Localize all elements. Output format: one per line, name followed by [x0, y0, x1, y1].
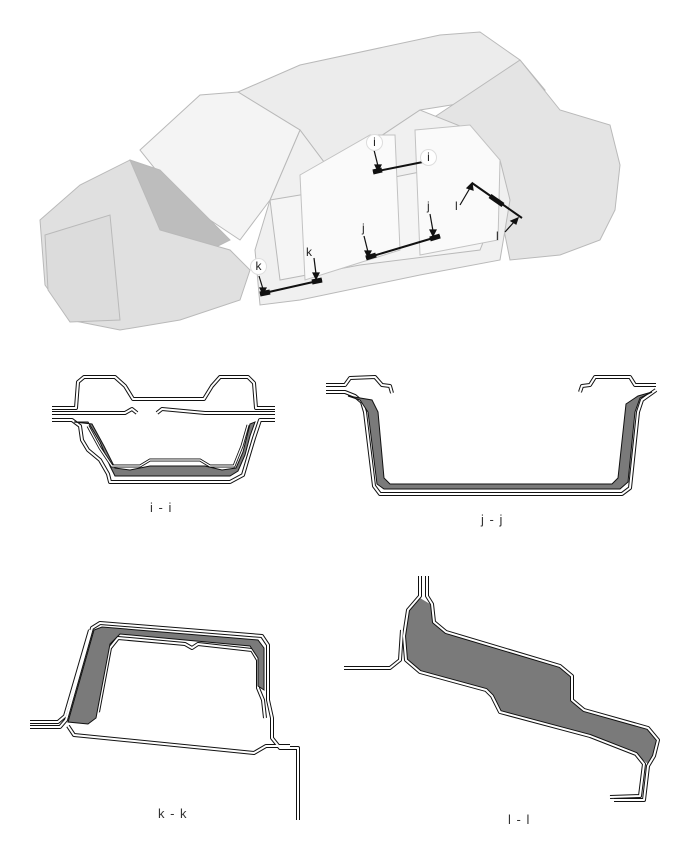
callout-j-left: j — [362, 221, 365, 235]
callout-i-left: i — [366, 134, 383, 151]
section-j-caption: j - j — [481, 512, 504, 527]
callout-l-right: l — [496, 229, 499, 243]
radiator-support — [44, 214, 121, 323]
section-line-k — [259, 279, 323, 295]
callout-j-right: j — [427, 199, 430, 213]
section-k-caption: k - k — [158, 806, 188, 821]
callout-k-right: k — [306, 245, 312, 259]
section-l-caption: l - l — [508, 812, 531, 827]
callout-l-left: l — [455, 199, 458, 213]
callout-i-right: i — [420, 149, 437, 166]
callout-k-left: k — [250, 258, 267, 275]
section-i-caption: i - i — [150, 500, 173, 515]
section-line-j — [365, 235, 441, 259]
